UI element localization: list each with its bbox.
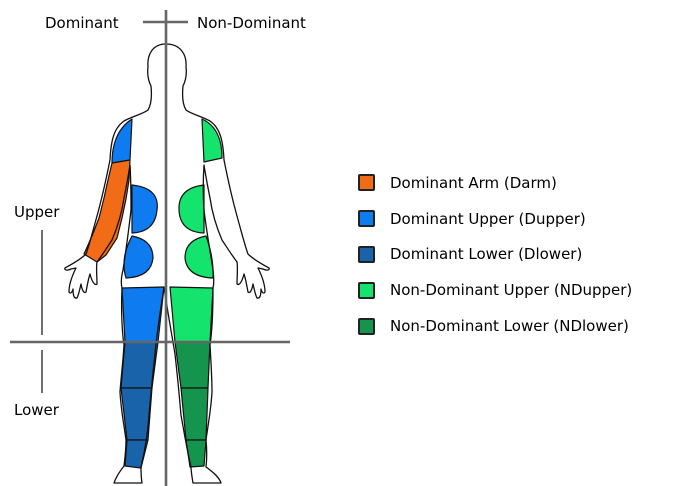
region-nondominant-upper-thigh: [170, 287, 213, 342]
legend-item-dominant-lower: Dominant Lower (Dlower): [358, 237, 632, 273]
legend-label: Non-Dominant Lower (NDlower): [390, 317, 629, 335]
upper-label: Upper: [14, 203, 59, 221]
legend-label: Dominant Lower (Dlower): [390, 245, 582, 263]
region-dominant-upper-chest: [132, 185, 157, 233]
legend-swatch: [358, 246, 375, 263]
region-dominant-upper-abdomen: [124, 236, 153, 278]
region-nondominant-lower-shin: [181, 388, 208, 440]
legend: Dominant Arm (Darm) Dominant Upper (Dupp…: [358, 165, 632, 344]
region-nondominant-upper-chest: [179, 185, 204, 233]
dominant-label: Dominant: [45, 14, 119, 32]
legend-label: Dominant Upper (Dupper): [390, 210, 586, 228]
legend-swatch: [358, 210, 375, 227]
lower-label: Lower: [14, 401, 59, 419]
legend-swatch: [358, 318, 375, 335]
region-nondominant-lower-ankle: [186, 440, 206, 467]
legend-item-nondominant-lower: Non-Dominant Lower (NDlower): [358, 308, 632, 344]
region-nondominant-lower-knee: [175, 342, 210, 388]
region-nondominant-upper-shoulder: [202, 119, 222, 162]
non-dominant-label: Non-Dominant: [197, 14, 306, 32]
region-dominant-upper-shoulder: [112, 119, 132, 163]
region-dominant-lower-ankle: [125, 440, 148, 468]
legend-label: Dominant Arm (Darm): [390, 174, 557, 192]
legend-swatch: [358, 282, 375, 299]
legend-item-dominant-arm: Dominant Arm (Darm): [358, 165, 632, 201]
legend-label: Non-Dominant Upper (NDupper): [390, 281, 632, 299]
legend-item-nondominant-upper: Non-Dominant Upper (NDupper): [358, 272, 632, 308]
legend-item-dominant-upper: Dominant Upper (Dupper): [358, 201, 632, 237]
legend-swatch: [358, 174, 375, 191]
